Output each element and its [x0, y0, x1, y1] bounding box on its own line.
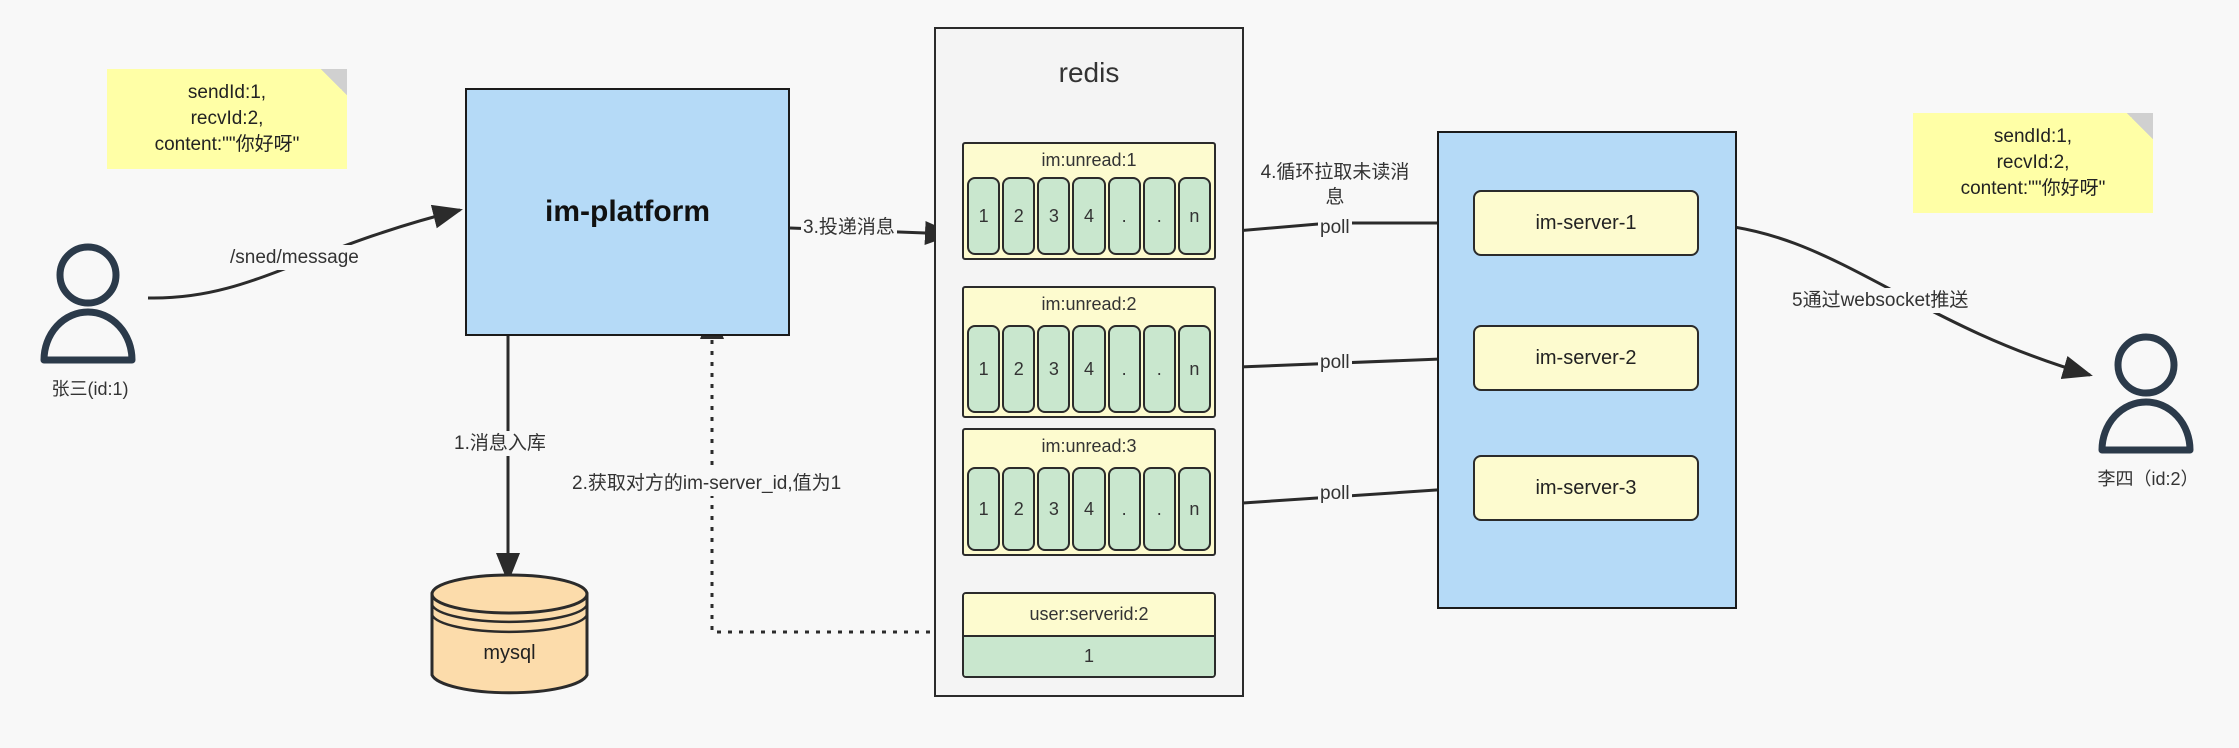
redis-list-2-cells: 1 2 3 4 . . n: [967, 467, 1211, 551]
list-cell: n: [1177, 467, 1211, 551]
list-cell: 3: [1037, 177, 1071, 255]
note-right-text: sendId:1, recvId:2, content:""你好呀": [1960, 126, 2106, 199]
list-cell: 4: [1072, 177, 1106, 255]
actor-receiver-label: 李四（id:2）: [2097, 469, 2199, 489]
edge-label-step1: 1.消息入库: [452, 431, 548, 456]
list-cell: 2: [1002, 467, 1036, 551]
im-server-3-node[interactable]: im-server-3: [1473, 455, 1699, 521]
im-server-3-label: im-server-3: [1535, 476, 1637, 499]
list-cell: 1: [967, 325, 1001, 413]
redis-list-2[interactable]: im:unread:3 1 2 3 4 . . n: [962, 428, 1216, 556]
actor-sender-label: 张三(id:1): [51, 379, 129, 399]
edge-label-poll-2: poll: [1318, 350, 1352, 375]
redis-list-0[interactable]: im:unread:1 1 2 3 4 . . n: [962, 142, 1216, 260]
redis-list-1[interactable]: im:unread:2 1 2 3 4 . . n: [962, 286, 1216, 418]
user-icon: [2098, 333, 2194, 454]
redis-list-2-key: im:unread:3: [1041, 436, 1137, 456]
list-cell: .: [1142, 177, 1176, 255]
im-platform-node[interactable]: im-platform: [465, 88, 790, 336]
list-cell: 1: [967, 467, 1001, 551]
im-server-2-label: im-server-2: [1535, 346, 1637, 369]
list-cell: n: [1177, 325, 1211, 413]
actor-sender: 张三(id:1): [30, 240, 150, 399]
edge-label-poll-1: poll: [1318, 215, 1352, 240]
redis-list-1-key: im:unread:2: [1041, 294, 1137, 314]
edge-label-step3: 3.投递消息: [801, 215, 897, 240]
list-cell: 3: [1037, 325, 1071, 413]
note-left: sendId:1, recvId:2, content:""你好呀": [107, 69, 347, 169]
list-cell: .: [1107, 325, 1141, 413]
list-cell: 1: [967, 177, 1001, 255]
list-cell: n: [1177, 177, 1211, 255]
mysql-label: mysql: [483, 642, 536, 664]
redis-list-1-cells: 1 2 3 4 . . n: [967, 325, 1211, 413]
list-cell: 4: [1072, 467, 1106, 551]
redis-title: redis: [1058, 57, 1120, 88]
list-cell: 3: [1037, 467, 1071, 551]
redis-serverid-entry[interactable]: user:serverid:2 1: [962, 592, 1216, 678]
note-left-text: sendId:1, recvId:2, content:""你好呀": [154, 82, 300, 155]
actor-receiver: 李四（id:2）: [2088, 330, 2208, 489]
list-cell: 2: [1002, 177, 1036, 255]
edge-label-step5: 5通过websocket推送: [1790, 288, 1971, 313]
list-cell: 2: [1002, 325, 1036, 413]
im-server-2-node[interactable]: im-server-2: [1473, 325, 1699, 391]
list-cell: .: [1107, 177, 1141, 255]
mysql-database[interactable]: mysql: [428, 572, 591, 697]
edge-label-step2: 2.获取对方的im-server_id,值为1: [570, 471, 844, 496]
list-cell: 4: [1072, 325, 1106, 413]
im-platform-label: im-platform: [545, 195, 710, 228]
list-cell: .: [1142, 325, 1176, 413]
user-icon: [40, 243, 136, 364]
im-server-1-label: im-server-1: [1535, 211, 1637, 234]
edge-label-send-message: /sned/message: [228, 245, 361, 270]
list-cell: .: [1107, 467, 1141, 551]
redis-list-0-key: im:unread:1: [1041, 150, 1137, 170]
redis-serverid-key: user:serverid:2: [964, 594, 1214, 635]
redis-list-0-cells: 1 2 3 4 . . n: [967, 177, 1211, 255]
edge-label-step4: 4.循环拉取未读消 息: [1253, 160, 1417, 210]
note-fold-icon: [321, 69, 347, 95]
list-cell: .: [1142, 467, 1176, 551]
note-right: sendId:1, recvId:2, content:""你好呀": [1913, 113, 2153, 213]
redis-serverid-value: 1: [964, 635, 1214, 676]
im-server-1-node[interactable]: im-server-1: [1473, 190, 1699, 256]
note-fold-icon: [2127, 113, 2153, 139]
edge-label-poll-3: poll: [1318, 481, 1352, 506]
cylinder-icon: [430, 573, 589, 695]
